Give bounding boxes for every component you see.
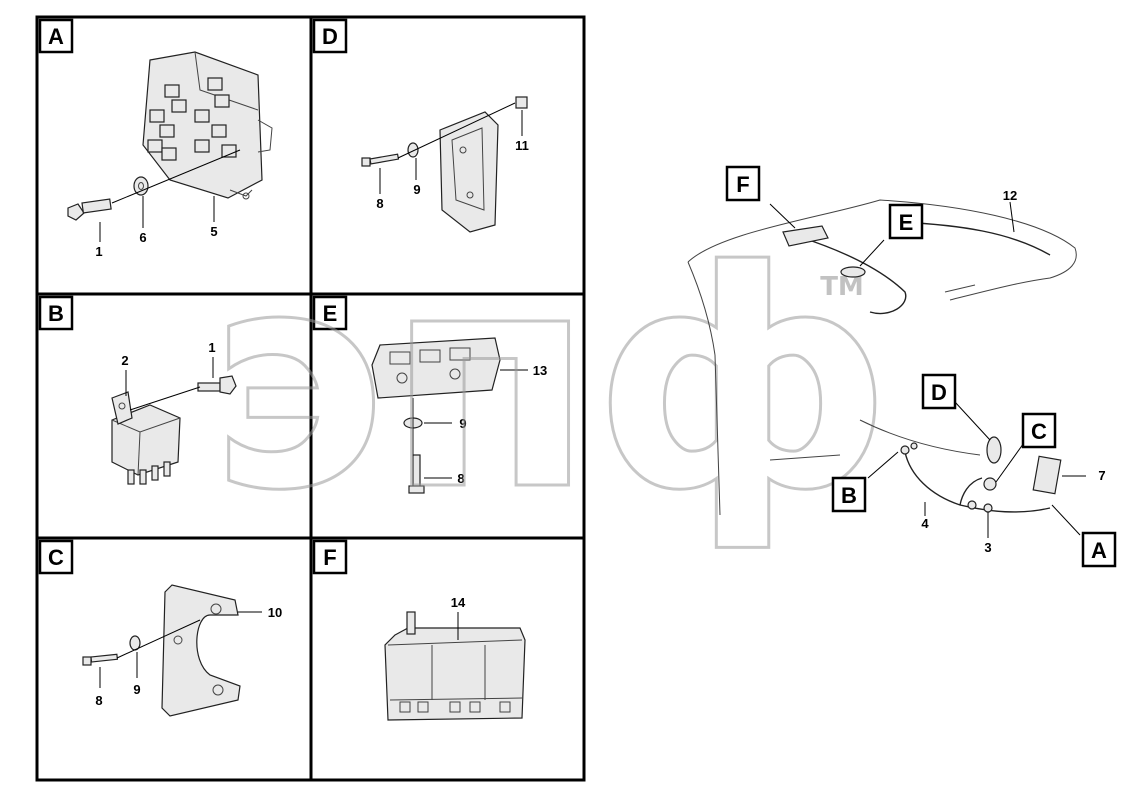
panel-a-drawing: 1 6 5 bbox=[67, 51, 273, 259]
overview-label-e: E bbox=[888, 203, 924, 240]
callout-d-11: 11 bbox=[515, 138, 529, 153]
svg-text:эпф: эпф bbox=[209, 207, 892, 556]
washer-9 bbox=[407, 142, 419, 158]
module-f-overview bbox=[782, 225, 829, 247]
bolt-1 bbox=[67, 198, 112, 221]
svg-text:E: E bbox=[323, 301, 338, 326]
overview-drawing: F E D C B A 12 7 4 3 bbox=[687, 165, 1117, 568]
callout-overview-3: 3 bbox=[984, 540, 991, 555]
panel-d-drawing: 8 9 11 bbox=[361, 96, 529, 233]
panel-label-f: F bbox=[312, 539, 348, 575]
callout-f-14: 14 bbox=[451, 595, 466, 610]
panel-f-drawing: 14 bbox=[384, 595, 526, 721]
svg-text:A: A bbox=[48, 24, 64, 49]
callout-e-8: 8 bbox=[457, 471, 464, 486]
bolt-8-c bbox=[82, 653, 119, 666]
callout-c-8: 8 bbox=[95, 693, 102, 708]
connector-c-overview bbox=[983, 477, 997, 491]
svg-text:C: C bbox=[1031, 419, 1047, 444]
callout-d-9: 9 bbox=[413, 182, 420, 197]
callout-overview-12: 12 bbox=[1003, 188, 1017, 203]
bracket-10 bbox=[161, 584, 241, 717]
nut-11 bbox=[515, 96, 528, 109]
callout-c-10: 10 bbox=[268, 605, 282, 620]
callout-e-9: 9 bbox=[459, 416, 466, 431]
callout-overview-4: 4 bbox=[921, 516, 929, 531]
connector-3-overview bbox=[967, 500, 993, 513]
overview-label-c: C bbox=[1021, 412, 1057, 449]
wire-harness-4 bbox=[904, 451, 1051, 513]
panel-grid bbox=[35, 15, 586, 782]
callout-a-6: 6 bbox=[139, 230, 146, 245]
callout-overview-7: 7 bbox=[1098, 468, 1105, 483]
panel-label-b: B bbox=[38, 295, 74, 331]
watermark: эпф TM bbox=[207, 206, 893, 558]
panel-label-e: E bbox=[312, 295, 348, 331]
callout-b-1: 1 bbox=[208, 340, 215, 355]
panel-label-a: A bbox=[38, 18, 74, 54]
overview-label-b: B bbox=[831, 476, 867, 513]
panel-b-drawing: 2 1 bbox=[111, 340, 237, 485]
svg-text:D: D bbox=[322, 24, 338, 49]
callout-a-5: 5 bbox=[210, 224, 217, 239]
panel-e-drawing: 13 9 8 bbox=[371, 337, 547, 494]
callout-e-13: 13 bbox=[533, 363, 547, 378]
module-e-overview bbox=[840, 266, 866, 278]
mounting-bracket-d bbox=[439, 111, 499, 233]
svg-text:B: B bbox=[841, 483, 857, 508]
callout-d-8: 8 bbox=[376, 196, 383, 211]
overview-label-a: A bbox=[1081, 531, 1117, 568]
svg-text:E: E bbox=[899, 210, 914, 235]
svg-text:A: A bbox=[1091, 538, 1107, 563]
svg-text:F: F bbox=[323, 545, 336, 570]
panel-label-d: D bbox=[312, 18, 348, 54]
fuse-relay-box bbox=[142, 51, 273, 200]
bolt-8-e bbox=[408, 454, 425, 494]
relay-7-overview bbox=[1032, 455, 1062, 495]
control-unit-14 bbox=[384, 611, 526, 721]
relay-2 bbox=[111, 391, 181, 485]
svg-text:C: C bbox=[48, 545, 64, 570]
panel-label-c: C bbox=[38, 539, 74, 575]
control-module-13 bbox=[371, 337, 501, 399]
overview-label-f: F bbox=[725, 165, 761, 202]
panel-c-drawing: 10 8 9 bbox=[82, 584, 282, 717]
bolt-8 bbox=[361, 153, 400, 167]
overview-label-d: D bbox=[921, 373, 957, 410]
connector-b-overview bbox=[900, 442, 918, 455]
callout-c-9: 9 bbox=[133, 682, 140, 697]
overview-vehicle-outline bbox=[687, 199, 1077, 516]
callout-b-2: 2 bbox=[121, 353, 128, 368]
callout-a-1: 1 bbox=[95, 244, 102, 259]
bolt-1-b bbox=[197, 375, 237, 395]
svg-text:F: F bbox=[736, 172, 749, 197]
svg-text:D: D bbox=[931, 380, 947, 405]
svg-text:B: B bbox=[48, 301, 64, 326]
washer-6 bbox=[133, 176, 149, 196]
connector-d-overview bbox=[986, 436, 1002, 464]
